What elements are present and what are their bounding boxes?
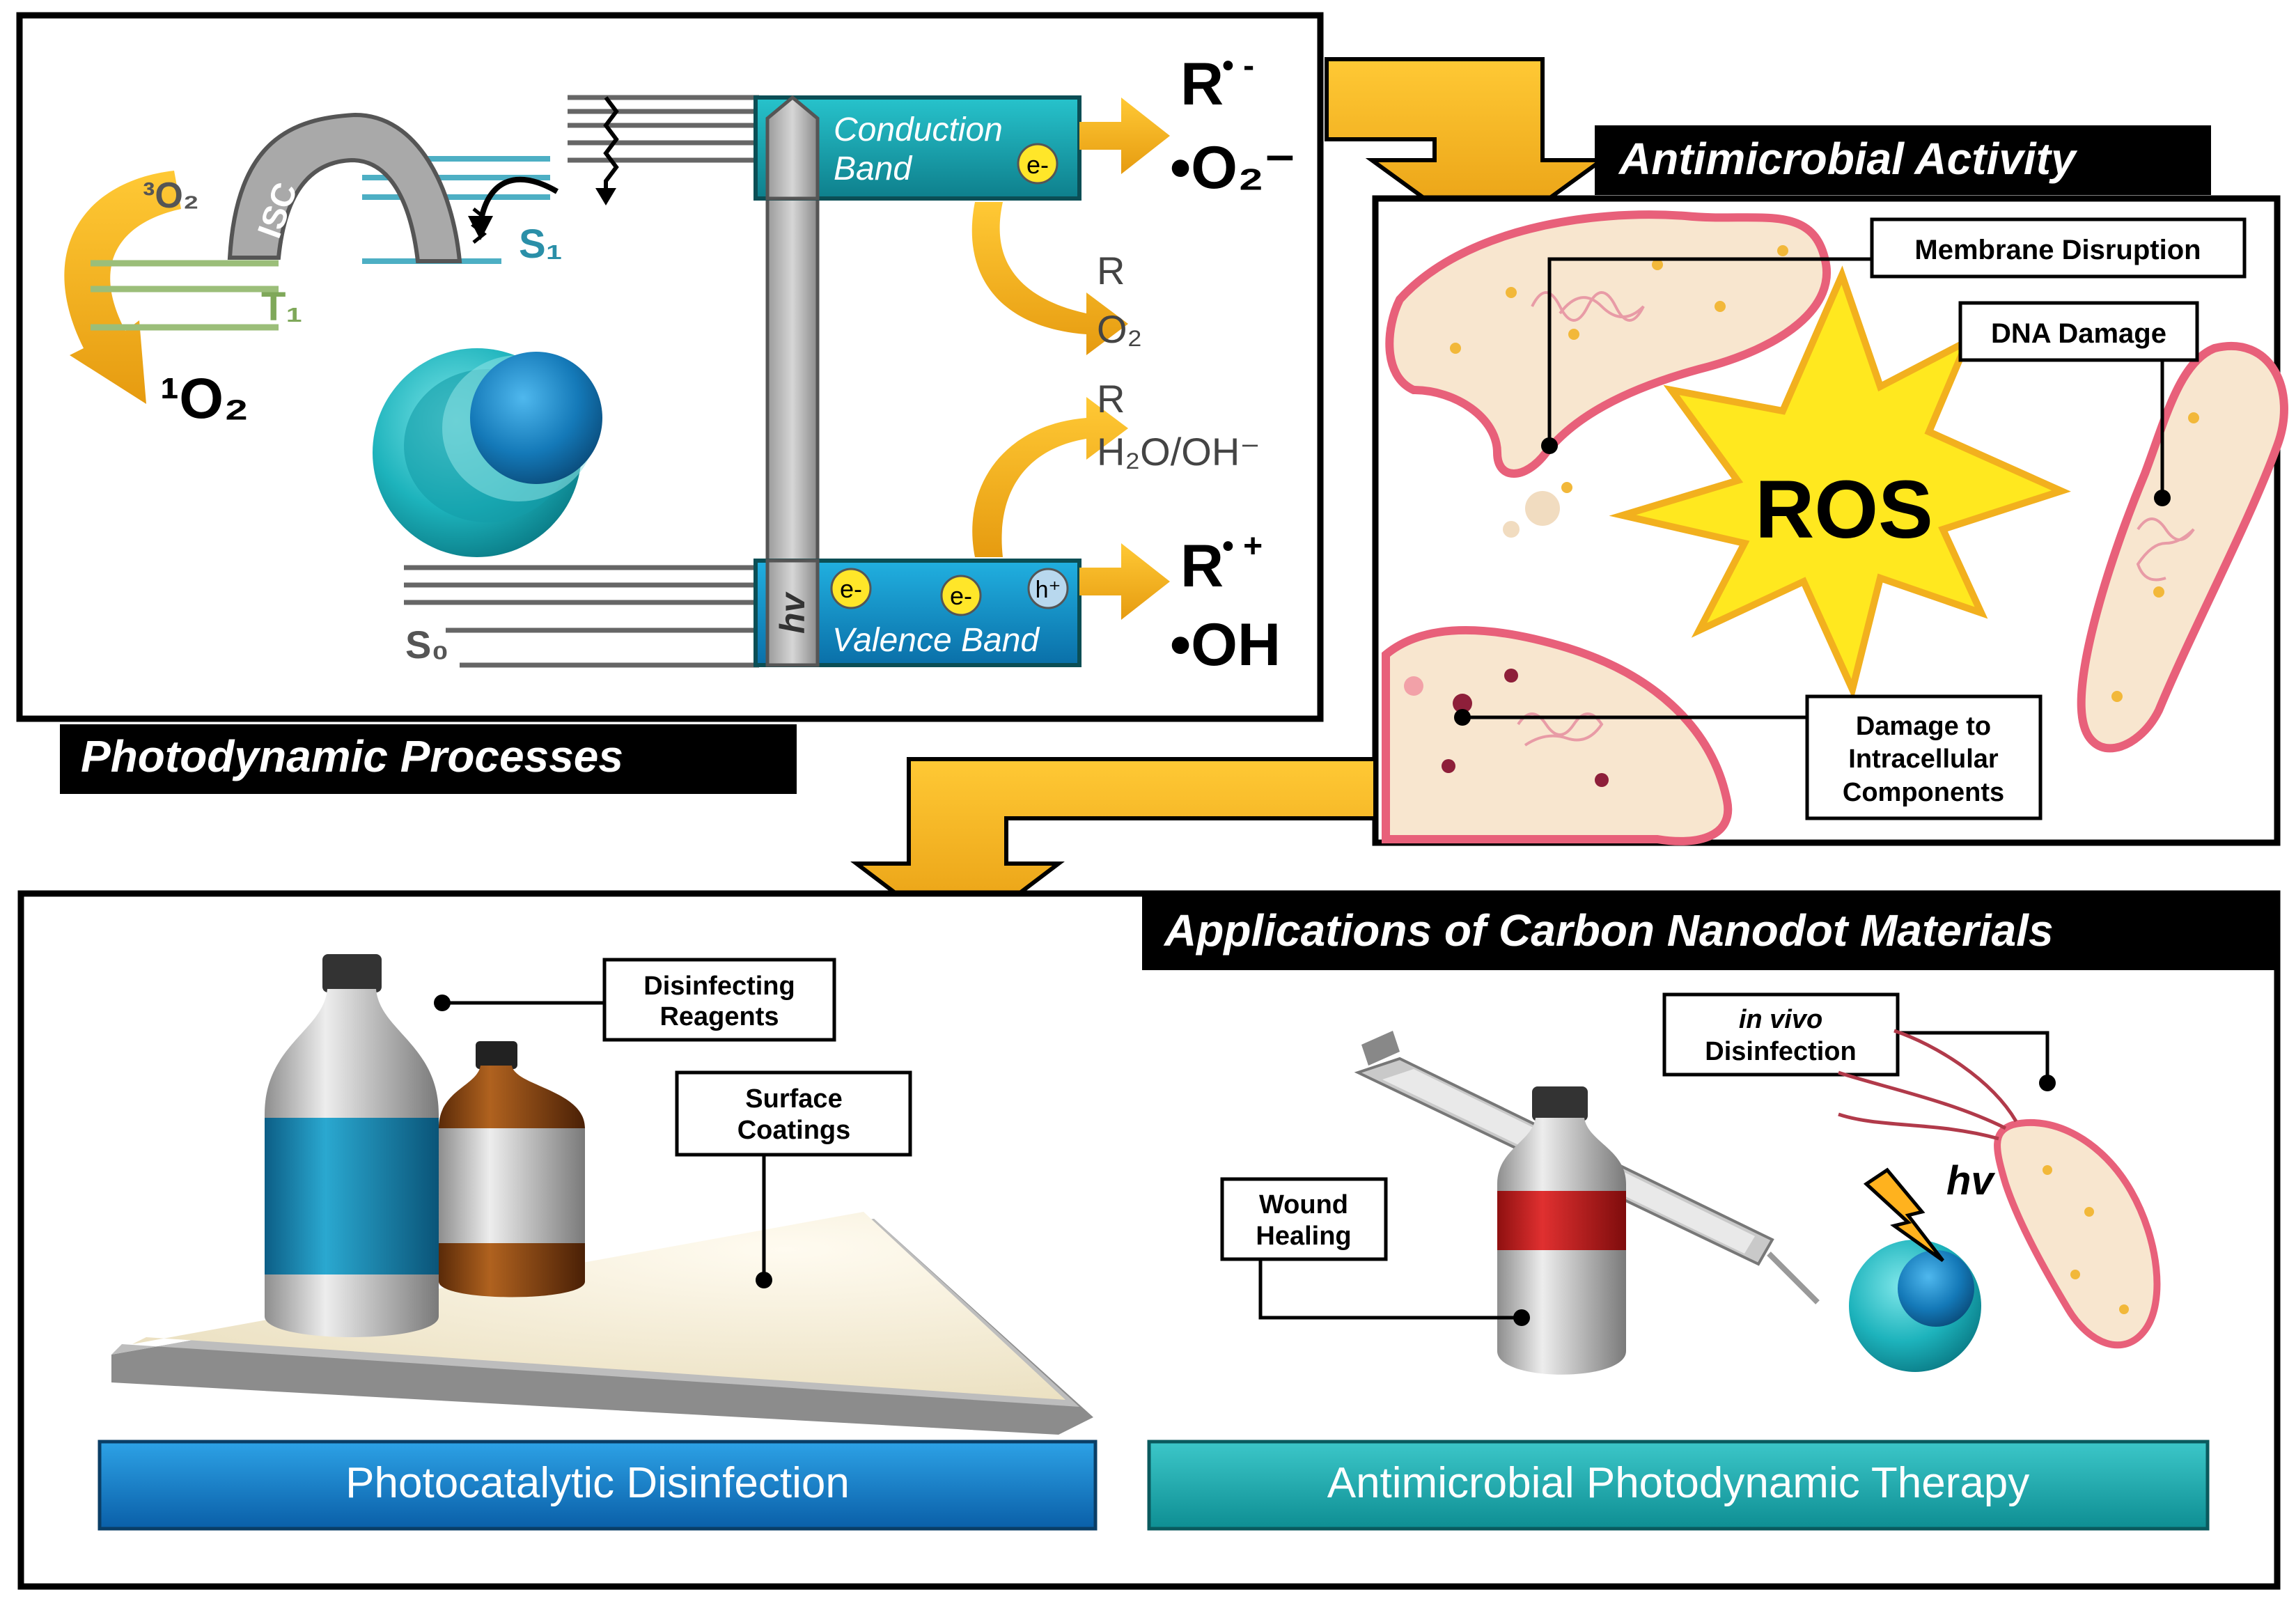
t1-levels (91, 260, 279, 331)
svg-text:Surface: Surface (745, 1084, 842, 1114)
bacterium-bottom-left (1382, 626, 1733, 845)
svg-text:• -: • - (1222, 47, 1254, 84)
reactant-water: H₂O/OH⁻ (1097, 430, 1260, 474)
medicine-bottle (1497, 1086, 1626, 1375)
vb-reactant-arrow (972, 397, 1128, 557)
isc-arch (227, 112, 462, 263)
hole-icon (1027, 568, 1069, 609)
svg-text:Wound: Wound (1259, 1190, 1348, 1219)
disinfecting-reagents-callout (602, 958, 836, 1042)
intracellular-damage-callout (1805, 694, 2043, 820)
svg-text:• +: • + (1222, 528, 1263, 565)
bacterium-small (1838, 1029, 2161, 1349)
dna-damage-callout (1958, 301, 2199, 362)
s0-levels (404, 565, 759, 668)
ros-starburst (1609, 265, 2071, 701)
bacterium-right (2077, 341, 2288, 753)
svg-text:Components: Components (1843, 778, 2004, 807)
s1-label: S₁ (519, 221, 563, 267)
reactant-o2: O₂ (1097, 307, 1142, 351)
svg-text:Disinfection: Disinfection (1705, 1037, 1856, 1066)
ros-label: ROS (1755, 464, 1933, 556)
svg-text:h⁺: h⁺ (1036, 577, 1061, 603)
reactant-r-bottom: R (1097, 377, 1125, 421)
wavy-relaxation-icon (603, 96, 619, 195)
apdt-label: Antimicrobial Photodynamic Therapy (1327, 1459, 2030, 1507)
hydroxyl-label: •OH (1170, 611, 1281, 678)
in-vivo-disinfection-callout (1662, 992, 1900, 1077)
relaxation-arrow (478, 176, 559, 224)
svg-text:e-: e- (950, 582, 972, 610)
radical-cation-label: R (1180, 533, 1224, 600)
svg-text:Intracellular: Intracellular (1848, 744, 1999, 774)
upper-levels (568, 95, 759, 163)
svg-text:Disinfecting: Disinfecting (643, 972, 795, 1001)
electron-icon (830, 568, 872, 609)
membrane-disruption-callout (1870, 217, 2247, 279)
surface-coating (132, 1212, 1065, 1400)
photocatalytic-disinfection-bar (97, 1440, 1098, 1531)
svg-text:DNA Damage: DNA Damage (1991, 318, 2166, 349)
disinfectant-bottle-large (265, 954, 439, 1337)
svg-text:e-: e- (840, 575, 862, 603)
svg-text:in vivo: in vivo (1739, 1005, 1822, 1034)
antimicrobial-title-bar (1595, 125, 2211, 195)
small-hv-label: hv (1946, 1158, 1995, 1203)
applications-title-bar (1142, 894, 2277, 970)
bacterium-top-left (1385, 210, 1832, 538)
svg-text:Membrane Disruption: Membrane Disruption (1914, 235, 2201, 265)
vb-product-arrow (1079, 543, 1170, 620)
t1-label: T₁ (261, 284, 302, 329)
singlet-oxygen-arrow (64, 171, 181, 404)
cb-reactant-arrow (971, 202, 1128, 355)
svg-text:hv: hv (773, 591, 812, 634)
wound-healing-callout (1220, 1177, 1388, 1261)
svg-text:e-: e- (1026, 150, 1049, 179)
singlet-oxygen-label: ¹O₂ (160, 367, 249, 430)
radical-anion-label: R (1180, 51, 1224, 118)
surface-coatings-callout (675, 1070, 912, 1157)
cb-product-arrow (1079, 98, 1170, 174)
svg-text:Coatings: Coatings (737, 1116, 851, 1145)
conduction-band-label-2: Band (834, 150, 912, 187)
superoxide-label: •O₂⁻ (1170, 134, 1296, 201)
photodynamic-title-bar (60, 724, 797, 794)
apdt-bar (1147, 1440, 2210, 1531)
carbon-dot-core (470, 352, 602, 484)
electron-icon (1017, 143, 1059, 185)
lightning-icon (1863, 1167, 1944, 1263)
conduction-band-label-1: Conduction (834, 111, 1003, 148)
photodynamic-title: Photodynamic Processes (81, 731, 623, 781)
svg-text:Reagents: Reagents (659, 1002, 779, 1031)
applications-title: Applications of Carbon Nanodot Materials (1163, 905, 2054, 956)
antimicrobial-title: Antimicrobial Activity (1618, 134, 2078, 184)
electron-icon (940, 575, 982, 616)
s0-label: S₀ (405, 623, 449, 666)
valence-band-label: Valence Band (832, 622, 1040, 659)
triplet-oxygen-label: ³O₂ (143, 176, 199, 216)
svg-text:Healing: Healing (1256, 1222, 1351, 1251)
photocatalytic-disinfection-label: Photocatalytic Disinfection (345, 1459, 850, 1507)
brown-bottle (439, 1041, 585, 1297)
reactant-r-top: R (1097, 249, 1125, 293)
svg-text:Damage to: Damage to (1856, 712, 1991, 741)
